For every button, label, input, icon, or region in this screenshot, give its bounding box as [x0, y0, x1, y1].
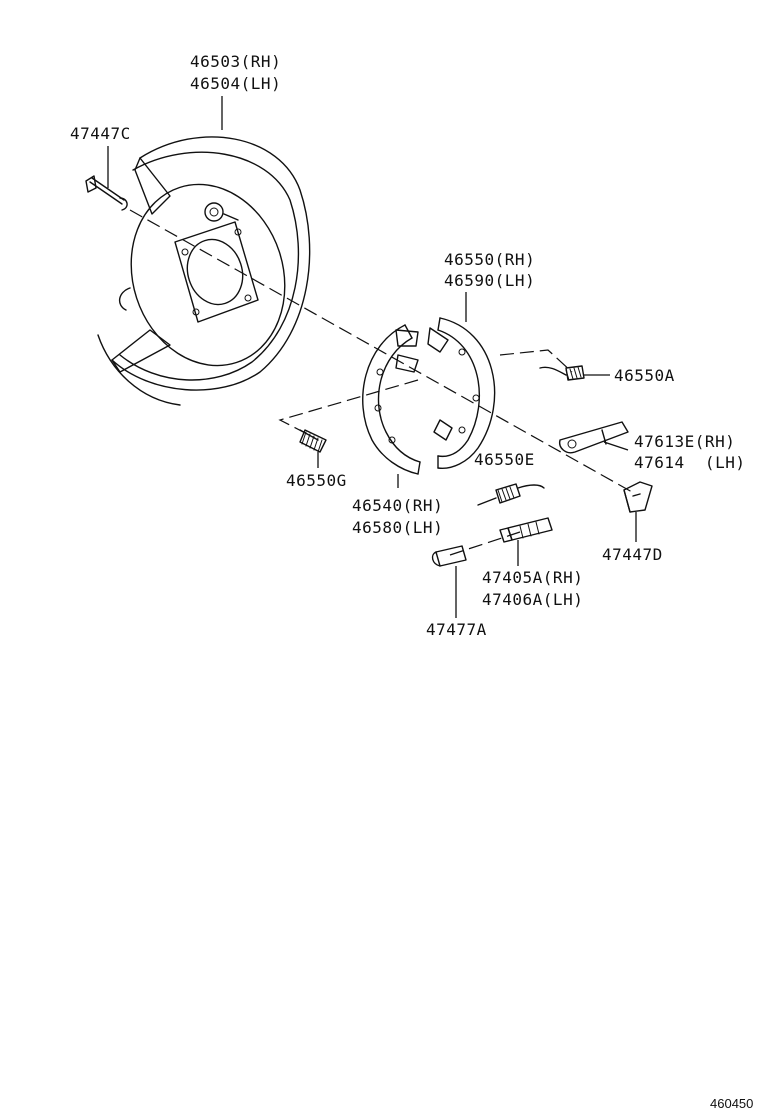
adjuster-part: [499, 517, 553, 543]
leader-lever: [603, 441, 629, 451]
label-lever-rh: 47613E(RH): [634, 432, 736, 451]
label-boot: 47447D: [602, 545, 663, 564]
label-rear-shoe-lh: 46580(LH): [352, 518, 444, 537]
label-spring-g: 46550G: [286, 471, 347, 490]
spring-a-centerline: [499, 349, 573, 373]
label-spring-a: 46550A: [614, 366, 675, 385]
lever-part: [559, 421, 629, 454]
adjuster-centerline: [449, 531, 521, 556]
front-shoe: [427, 317, 496, 469]
cap-part: [431, 545, 467, 567]
label-lever-lh: 47614 (LH): [634, 453, 746, 472]
spring-g-part: [299, 429, 327, 453]
label-front-shoe-lh: 46590(LH): [444, 271, 536, 290]
spring-a-part: [539, 365, 585, 381]
label-rear-shoe-rh: 46540(RH): [352, 496, 444, 515]
bolt-part: [85, 175, 128, 211]
label-adjuster-rh: 47405A(RH): [482, 568, 584, 587]
assembly-centerline: [129, 209, 633, 493]
backing-plate: [97, 136, 311, 406]
label-bolt: 47447C: [70, 124, 131, 143]
label-backing-plate-lh: 46504(LH): [190, 74, 282, 93]
spring-g-centerline: [278, 379, 419, 439]
label-cap: 47477A: [426, 620, 487, 639]
figure-id: 460450: [710, 1096, 754, 1111]
label-front-shoe-rh: 46550(RH): [444, 250, 536, 269]
spring-e-part: [477, 483, 545, 506]
rear-shoe: [362, 324, 421, 475]
boot-part: [623, 481, 653, 513]
label-spring-e: 46550E: [474, 450, 535, 469]
label-backing-plate-rh: 46503(RH): [190, 52, 282, 71]
label-adjuster-lh: 47406A(LH): [482, 590, 584, 609]
